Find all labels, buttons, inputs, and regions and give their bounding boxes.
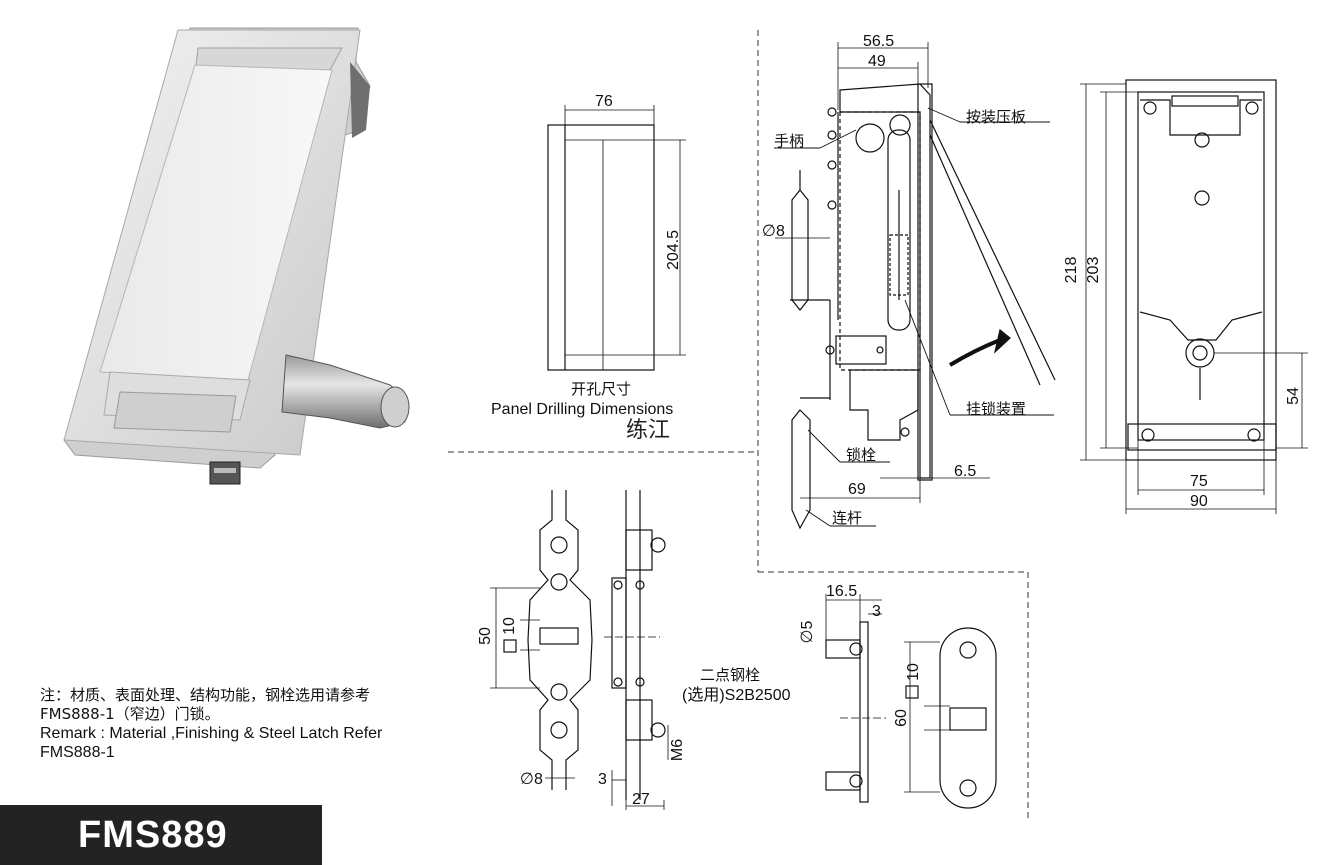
label-mounting-plate: 按装压板 bbox=[966, 108, 1026, 126]
section-dividers bbox=[448, 30, 1029, 822]
latch-dim-pin: ∅8 bbox=[520, 771, 543, 788]
side-view-leaders bbox=[774, 107, 1054, 527]
latch-name-cn: 二点钢栓 bbox=[700, 666, 760, 684]
side-dim-pin: ∅8 bbox=[762, 223, 785, 240]
label-rod: 连杆 bbox=[832, 509, 862, 527]
note-block: 注：材质、表面处理、结构功能，钢栓选用请参考 FMS888-1（窄边）门锁。 R… bbox=[40, 686, 382, 762]
label-bolt: 锁栓 bbox=[846, 446, 876, 464]
drilling-title-en: Panel Drilling Dimensions bbox=[491, 401, 673, 418]
note-line-2: FMS888-1（窄边）门锁。 bbox=[40, 705, 220, 723]
drilling-width: 76 bbox=[595, 93, 613, 110]
side-dim-56-5: 56.5 bbox=[863, 33, 894, 50]
title-bar bbox=[0, 805, 322, 865]
side-dim-69: 69 bbox=[848, 481, 866, 498]
cam-drawing bbox=[825, 594, 997, 809]
front-dim-90: 90 bbox=[1190, 493, 1208, 510]
side-dim-49: 49 bbox=[868, 53, 886, 70]
cam-dim-5: ∅5 bbox=[799, 620, 816, 643]
latch-name-code: (选用)S2B2500 bbox=[682, 686, 791, 704]
cam-dim-3: 3 bbox=[872, 603, 881, 620]
note-line-4: FMS888-1 bbox=[40, 744, 115, 761]
side-dim-6-5: 6.5 bbox=[954, 463, 976, 480]
note-line-3: Remark : Material ,Finishing & Steel Lat… bbox=[40, 725, 383, 742]
front-dim-75: 75 bbox=[1190, 473, 1208, 490]
cam-dim-10: 10 bbox=[905, 663, 922, 681]
latch-dim-50: 50 bbox=[477, 627, 494, 645]
label-padlock: 挂锁装置 bbox=[966, 400, 1026, 418]
latch-drawing bbox=[490, 490, 669, 810]
label-handle: 手柄 bbox=[774, 132, 804, 150]
front-view-drawing bbox=[1080, 79, 1308, 514]
watermark: 练江 bbox=[626, 418, 671, 443]
drilling-height: 204.5 bbox=[665, 230, 682, 270]
drilling-title-cn: 开孔尺寸 bbox=[571, 380, 631, 398]
cam-dim-60: 60 bbox=[893, 709, 910, 727]
front-dim-218: 218 bbox=[1063, 257, 1080, 284]
front-dim-54: 54 bbox=[1285, 387, 1302, 405]
cam-dim-16-5: 16.5 bbox=[826, 583, 857, 600]
latch-dim-10: 10 bbox=[501, 617, 518, 635]
side-view-drawing bbox=[775, 42, 1056, 530]
front-dim-203: 203 bbox=[1085, 257, 1102, 284]
note-line-1: 注：材质、表面处理、结构功能，钢栓选用请参考 bbox=[40, 686, 371, 704]
latch-dim-27: 27 bbox=[632, 791, 650, 808]
drilling-drawing bbox=[547, 105, 686, 371]
model-title: FMS889 bbox=[78, 814, 228, 856]
latch-dim-m6: M6 bbox=[669, 739, 686, 761]
latch-dim-3: 3 bbox=[598, 771, 607, 788]
product-photo bbox=[63, 27, 410, 485]
